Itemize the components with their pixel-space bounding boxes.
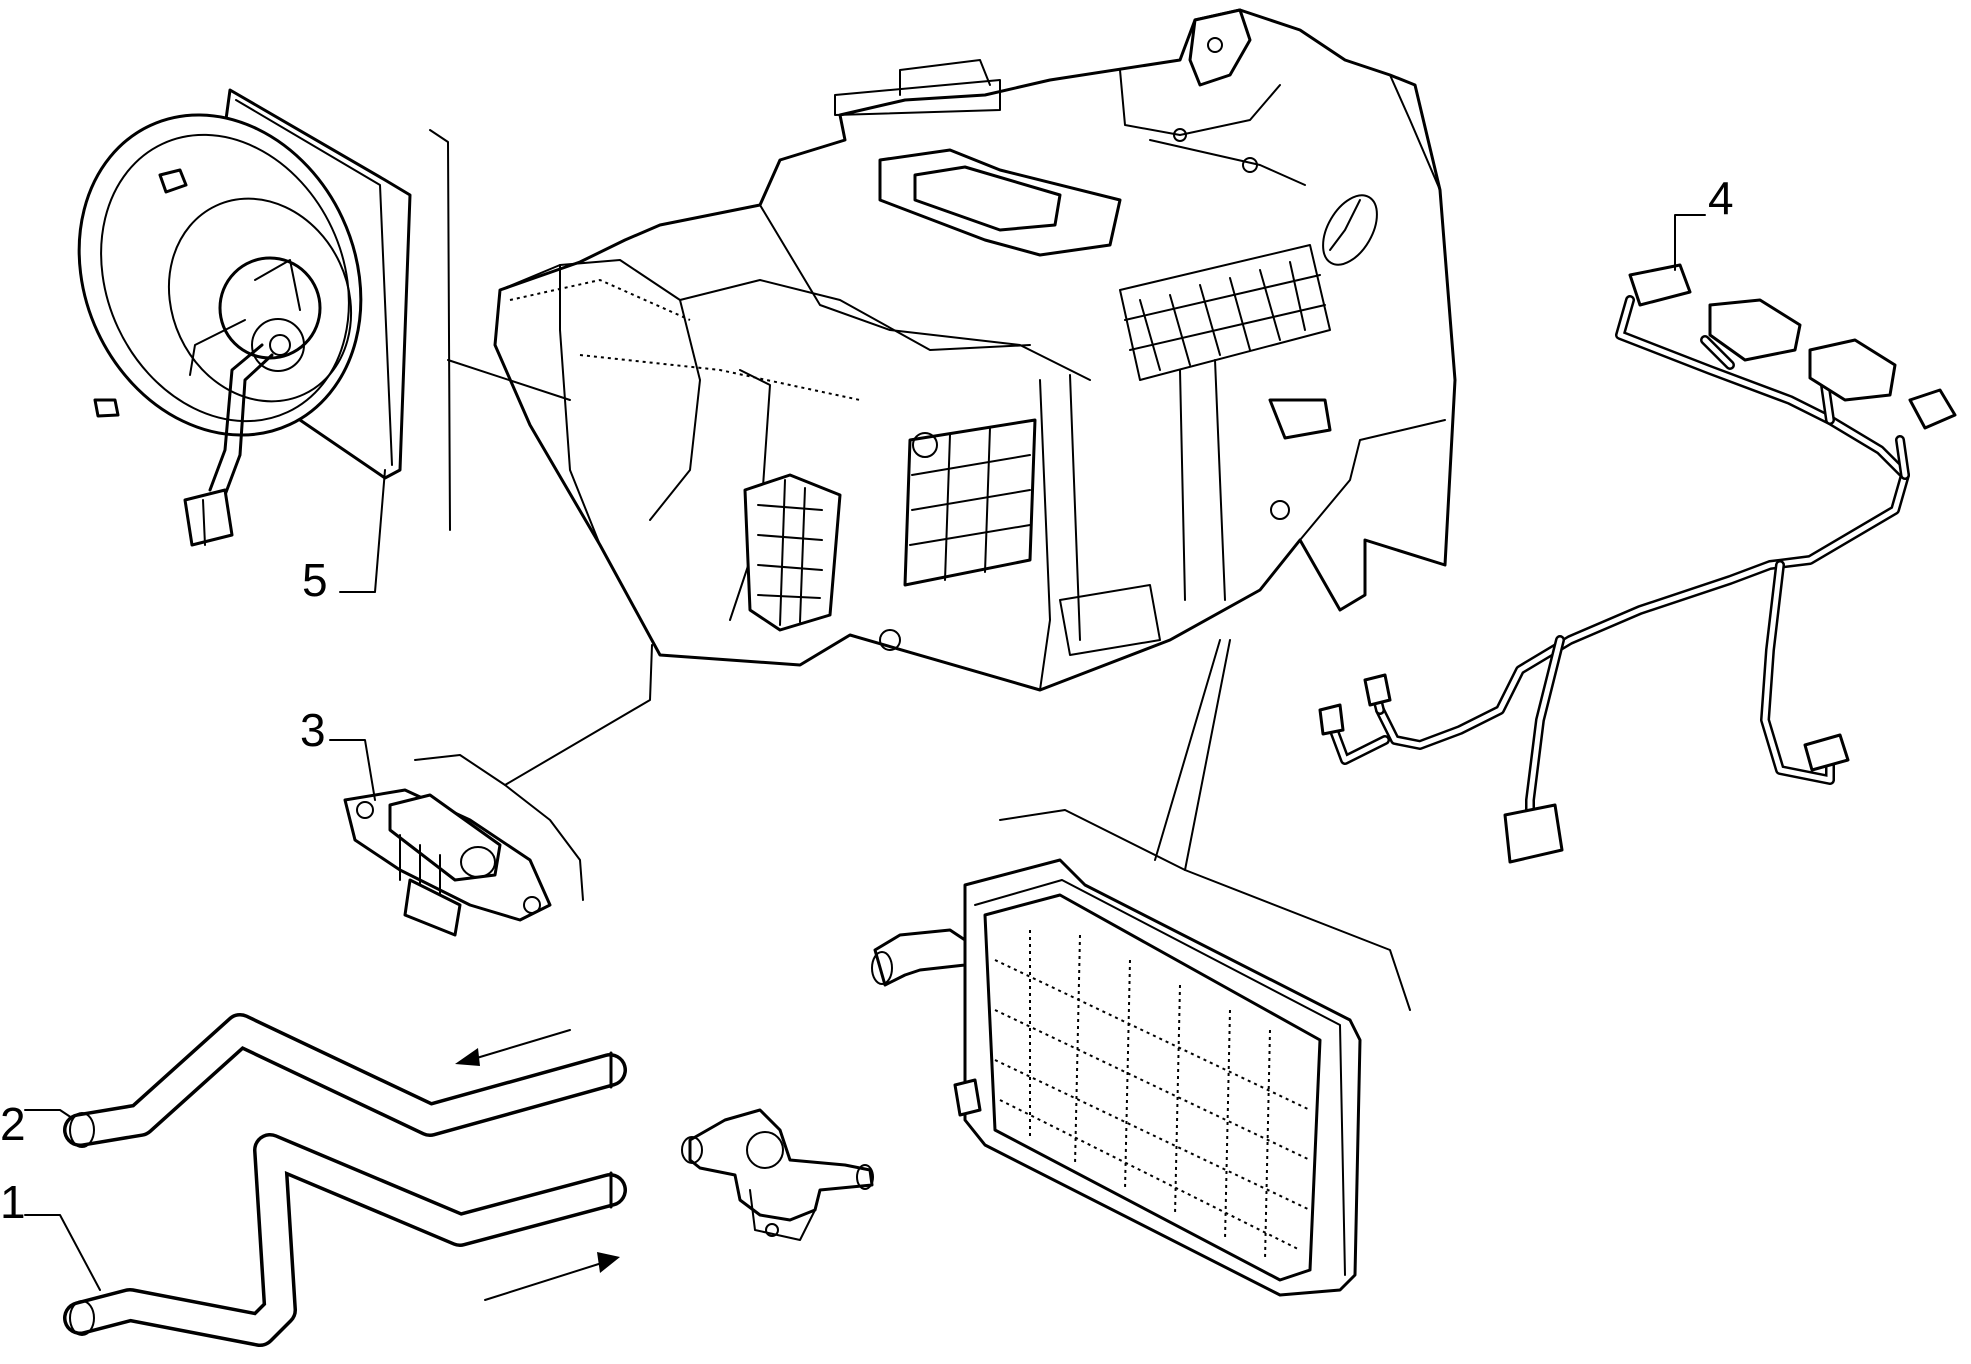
- wiring-harness: [1318, 263, 1957, 864]
- callout-3-leader: [329, 739, 376, 801]
- callout-1-leader: [24, 1214, 101, 1291]
- callout-5: 5: [302, 554, 328, 606]
- water-valve: [681, 1108, 874, 1241]
- callout-2-leader: [24, 1109, 73, 1119]
- flow-arrow-in: [455, 1029, 571, 1066]
- blower-motor: [77, 88, 412, 547]
- blower-leader-bracket: [429, 129, 451, 531]
- heater-housing: [493, 8, 1457, 692]
- callout-2: 2: [0, 1098, 26, 1150]
- heater-core-leader-arrow: [1154, 639, 1231, 871]
- callout-1: 1: [0, 1176, 26, 1228]
- resistor-leader-bracket: [414, 754, 584, 901]
- blower-leader-arrow: [447, 359, 571, 401]
- callout-5-leader: [339, 469, 386, 593]
- hose-2: [63, 1013, 627, 1148]
- callout-4-leader: [1674, 214, 1706, 271]
- resistor-leader-arrow: [504, 644, 653, 786]
- heater-core: [871, 858, 1362, 1297]
- resistor: [343, 788, 552, 937]
- callout-3: 3: [300, 704, 326, 756]
- hose-1: [63, 1133, 627, 1347]
- flow-arrow-out: [484, 1252, 620, 1301]
- callout-4: 4: [1708, 172, 1734, 224]
